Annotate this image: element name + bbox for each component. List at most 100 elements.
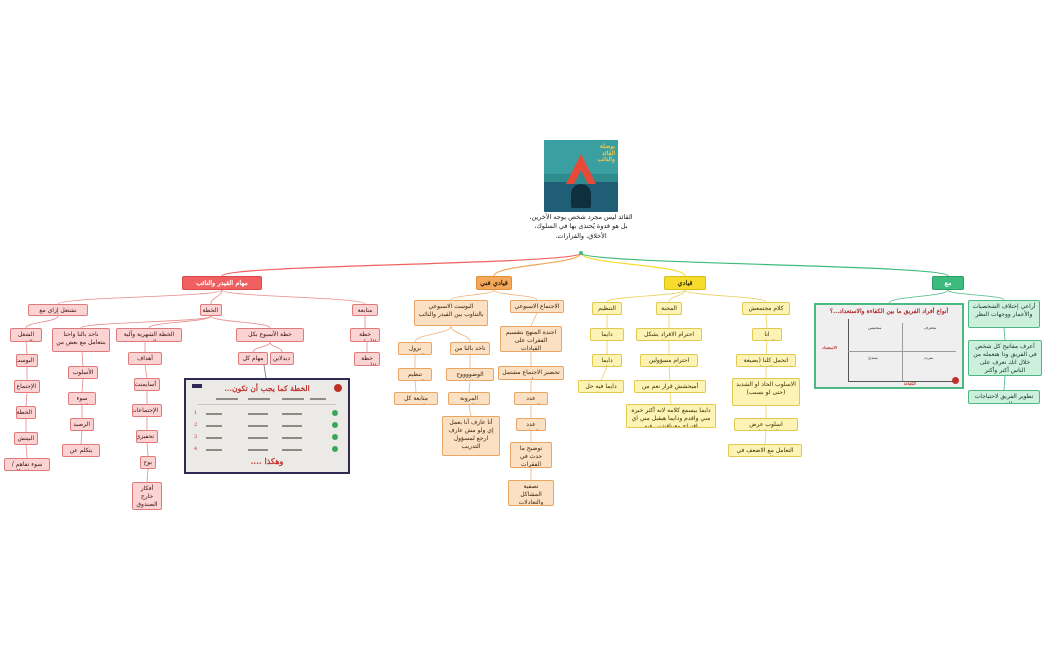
node-pay-attention[interactable]: ناخد بالنا من [450, 342, 490, 355]
node-meetings[interactable]: الإجتماعات [132, 404, 162, 417]
node-motivational[interactable]: تحفيزي [136, 430, 158, 443]
connector [81, 378, 84, 393]
node-followup-assignment[interactable]: خطة الأسايمنت [350, 328, 380, 342]
quadrant-divider [902, 323, 903, 381]
node-attendance[interactable]: عدد الحضور [514, 392, 548, 405]
connector [684, 289, 767, 303]
node-followup-week[interactable]: خطة الأسبوع [354, 352, 380, 366]
node-creative-ideas[interactable]: أفكار خارج الصندوق [132, 482, 162, 510]
node-meeting-agenda[interactable]: اجندة المنهج بتقسيم الفقرات على القيادات [500, 326, 562, 352]
node-respect-trainers[interactable]: احترام مسؤولين التدريب [640, 354, 698, 367]
connector [146, 468, 149, 483]
node-member-tasks[interactable]: مهام كل فرد [238, 352, 268, 365]
node-suspicion[interactable]: سوء الظن [68, 392, 96, 405]
table-cell [248, 437, 268, 439]
node-style[interactable]: الأسلوب [68, 366, 98, 379]
connector [57, 289, 223, 305]
node-command-tone[interactable]: اتحمل كلنا (بصيغة الامر) [736, 354, 796, 367]
node-monthly-goals[interactable]: أهداف شهرية [128, 352, 162, 365]
node-always-present[interactable]: دايما موجود [590, 328, 624, 341]
node-always-solution[interactable]: دايما فيه حل يتصل [578, 380, 624, 393]
connector [1003, 375, 1006, 391]
node-listen-senior[interactable]: دايما بيسمع كلامه لانه أكثر خبرة مني واق… [626, 404, 716, 428]
node-venting[interactable]: بوح [140, 456, 156, 469]
node-beach[interactable]: البيتش [14, 432, 38, 445]
row-number: 2 [194, 422, 198, 428]
node-deadline[interactable]: ديدلاين [270, 352, 294, 365]
quadrant-divider [848, 351, 956, 352]
node-organization[interactable]: التنظيم [592, 302, 622, 315]
root-line: القائد ليس مجرد شخص يوجه الآخرين، [529, 213, 633, 221]
node-strong-words[interactable]: كلام مجتمعش غوية [742, 302, 790, 315]
node-mind-each-other[interactable]: ناخد بالنا واحنا بنتعامل مع بعض من [52, 328, 110, 352]
node-misunderstanding[interactable]: سوء تفاهم /مشكلة!! [4, 458, 50, 471]
node-team-development[interactable]: تطوير الفريق لاحتياجات الفريق [968, 390, 1040, 404]
node-post-organize[interactable]: تنظيم البوست [398, 368, 432, 381]
connector-root-red [221, 252, 582, 277]
node-love[interactable]: المحبة [656, 302, 682, 315]
node-how-we-work[interactable]: نشتغل إزاي مع بعض!؟ [28, 304, 88, 316]
node-clarity[interactable]: الوضووووح دايما [446, 368, 494, 381]
table-cell [282, 437, 302, 439]
node-weekly-meeting[interactable]: الاجتماع الاسبوعي [510, 300, 564, 313]
node-assignment[interactable]: أسايمنت [134, 378, 160, 391]
node-meeting-prep[interactable]: تحضير الاجتماع مشتمل على: [498, 366, 564, 380]
connector [764, 430, 767, 445]
node-respect-members[interactable]: احترام الافراد بشكل ودي وقيادي [636, 328, 702, 341]
node-followup[interactable]: متابعة [352, 304, 378, 316]
table-header-cell [248, 398, 270, 400]
branch-technical-leader[interactable]: قيادي فني [476, 276, 512, 290]
cover-title-line: القائد [601, 149, 615, 157]
node-technical-work[interactable]: الشغل الفني [10, 328, 42, 342]
node-plan-monthly[interactable]: الخطة الشهرية وآلية التنفيذ [116, 328, 182, 342]
table-cell [206, 449, 222, 451]
node-balance[interactable]: الرصيد [70, 418, 94, 431]
connector [668, 366, 671, 381]
branch-leader-tasks[interactable]: مهام القيدر والنائب [182, 276, 262, 290]
node-flexibility[interactable]: المرونة والصبر [448, 392, 490, 405]
node-post-publish[interactable]: نزول البوست [398, 342, 432, 355]
table-cell [206, 413, 222, 415]
table-cell [282, 425, 302, 427]
root-node-text[interactable]: القائد ليس مجرد شخص يوجه الآخرين، بل هو … [522, 213, 640, 241]
connector [947, 289, 1005, 301]
node-i-am-leader[interactable]: انا القيادر [752, 328, 782, 341]
node-no-decision-alone[interactable]: أميحشش قرار نعم من غيره [634, 380, 706, 393]
connector [765, 340, 768, 355]
connector [668, 289, 686, 303]
node-weak-members[interactable]: التعامل مع الاضعف في الفريق [728, 444, 802, 457]
connector [888, 289, 949, 304]
connector [269, 341, 283, 353]
branch-with-team[interactable]: مع الفريق [932, 276, 964, 290]
logo-icon [334, 384, 342, 392]
node-absence[interactable]: عدد الغياب [516, 418, 546, 431]
node-comment-followup[interactable]: متابعة كل كومنت [394, 392, 438, 405]
plan-table-image: الخطة كما يجب أن تكون... 1 2 3 4 وهكذا .… [184, 378, 350, 474]
node-post[interactable]: البوست [16, 354, 38, 367]
node-respect-differences[interactable]: أراعي إختلاف الشخصيات والأعمار ووجهات ال… [968, 300, 1040, 328]
connector [414, 325, 452, 343]
node-plan[interactable]: الخطة [200, 304, 222, 316]
node-gossip[interactable]: يتكلم عن بعض [62, 444, 100, 457]
node-weekly-post[interactable]: البوست الاسبوعي بالتناوب بين القيدر والن… [414, 300, 488, 326]
connector [25, 341, 28, 355]
connector [210, 315, 271, 329]
quadrant-label: محترف [924, 325, 937, 330]
node-plan-small[interactable]: الخطة [16, 406, 36, 419]
node-know-keys[interactable]: أعرف مفاتيح كل شخص في الفريق ودا هتعمله … [968, 340, 1042, 376]
connector [81, 351, 84, 367]
node-segments-recap[interactable]: توضيح ما حدث في الفقرات [510, 442, 552, 468]
node-always-positive[interactable]: دايما ايجابي [592, 354, 622, 367]
node-resolve-issues[interactable]: تصفية المشاكل والتعادلات [508, 480, 554, 506]
cover-title: بوصلة القائد والنائب [575, 143, 615, 164]
table-cell [206, 425, 222, 427]
node-suggestions-style[interactable]: اسلوب عرض الاقتراحات [734, 418, 798, 431]
node-meeting[interactable]: الإجتماع [14, 380, 40, 393]
node-know-what-doing[interactable]: أنا عارف أنا بعمل إي ولو مش عارف ارجع لم… [442, 416, 500, 456]
leader-figure-icon [571, 184, 591, 208]
connector [600, 366, 608, 381]
branch-moral-leader[interactable]: قيادي معنوي [664, 276, 706, 290]
node-plan-weekly[interactable]: خطة الأسبوع بكل وضوووح [236, 328, 304, 342]
node-harsh-style[interactable]: الاسلوب الحاد او الشديد (حتى لو بسبب) [732, 378, 800, 406]
